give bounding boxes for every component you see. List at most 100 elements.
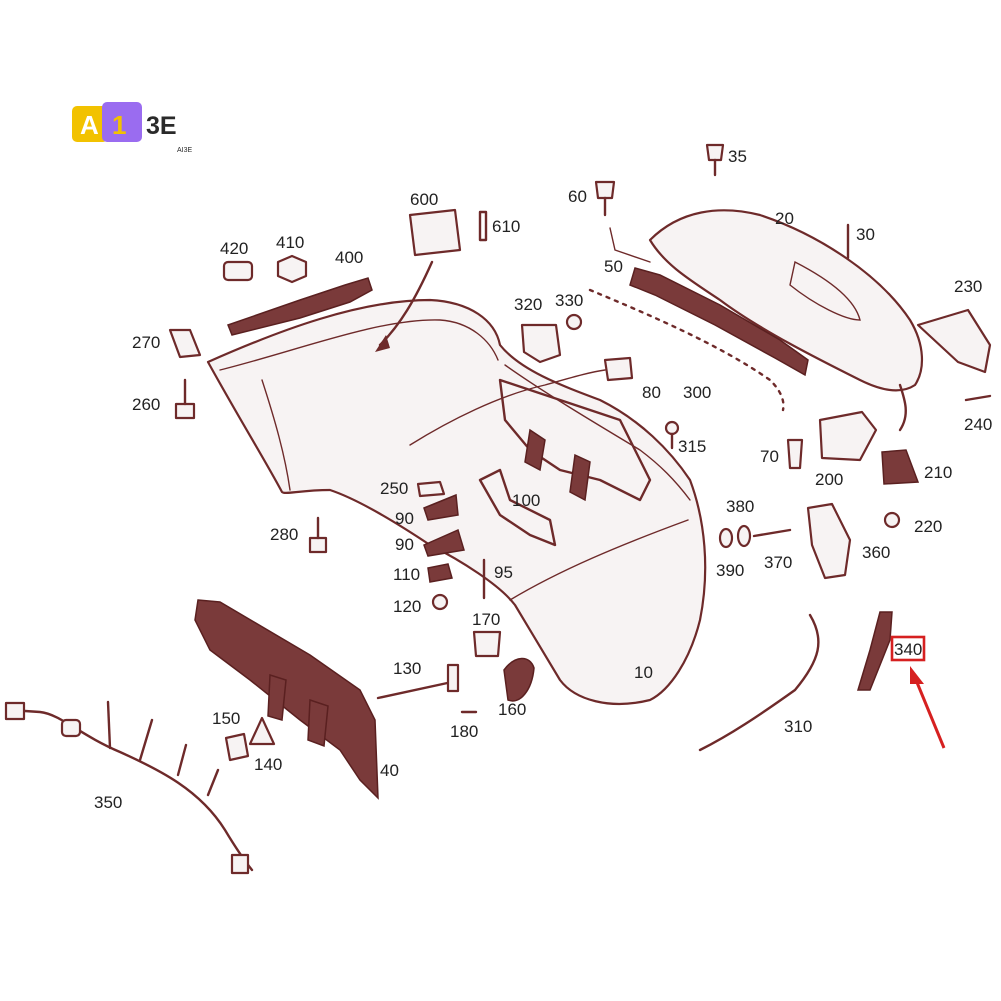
inner-frame-outline bbox=[498, 378, 652, 502]
label-95: 95 bbox=[494, 563, 513, 582]
label-340: 340 bbox=[894, 640, 922, 659]
fastener-70 bbox=[786, 438, 804, 470]
leader-60-to-50 bbox=[609, 227, 651, 263]
grille-160 bbox=[503, 657, 535, 702]
label-260: 260 bbox=[132, 395, 160, 414]
harness-main-wire bbox=[8, 708, 254, 872]
beam-leg-a bbox=[267, 673, 287, 721]
label-110: 110 bbox=[393, 565, 420, 584]
label-130: 130 bbox=[393, 659, 421, 678]
logo-purple-tile bbox=[102, 102, 142, 142]
bracket-90-upper bbox=[423, 493, 459, 521]
beam-leg-b bbox=[307, 698, 329, 748]
bumper-cover-top-edge bbox=[219, 319, 499, 371]
harness-grommet bbox=[60, 718, 82, 738]
logo-letter-a: A bbox=[80, 110, 99, 140]
highlight-box-340 bbox=[890, 635, 926, 662]
label-200: 200 bbox=[815, 470, 843, 489]
bracket-80 bbox=[603, 356, 634, 382]
label-70: 70 bbox=[760, 447, 779, 466]
clip-150 bbox=[224, 732, 250, 762]
label-310: 310 bbox=[784, 717, 812, 736]
logo-subtext: AI3E bbox=[177, 147, 193, 154]
harness-connector-end bbox=[4, 701, 26, 721]
label-120: 120 bbox=[393, 597, 421, 616]
rod-130 bbox=[376, 680, 454, 700]
label-370: 370 bbox=[764, 553, 792, 572]
bolt-260-head bbox=[174, 402, 196, 420]
diffuser-panel-shape bbox=[648, 209, 924, 432]
screw-120 bbox=[431, 593, 449, 611]
upper-rail-body bbox=[227, 277, 373, 336]
clip-270 bbox=[168, 328, 202, 359]
bumper-cover-shape bbox=[206, 260, 707, 706]
label-160: 160 bbox=[498, 700, 526, 719]
inner-mounting-frame bbox=[478, 378, 652, 547]
grommet-420 bbox=[222, 260, 254, 282]
clip-170 bbox=[472, 630, 502, 658]
label-180: 180 bbox=[450, 722, 478, 741]
label-20: 20 bbox=[775, 209, 794, 228]
clip-250 bbox=[416, 480, 446, 498]
screw-240 bbox=[964, 394, 992, 402]
side-trims bbox=[698, 611, 893, 752]
label-35: 35 bbox=[728, 147, 747, 166]
label-40: 40 bbox=[380, 761, 399, 780]
bracket-90-lower bbox=[423, 528, 465, 557]
harness-connector-tail bbox=[230, 853, 250, 875]
frame-clip-a bbox=[524, 428, 546, 472]
trim-strip-340 bbox=[856, 611, 893, 691]
highlight-arrow-shaft bbox=[914, 679, 946, 749]
bumper-cover-lower-crease bbox=[509, 519, 689, 601]
bolt-280-head bbox=[308, 536, 328, 554]
bracket-230 bbox=[916, 308, 992, 374]
label-80: 80 bbox=[642, 383, 661, 402]
label-360: 360 bbox=[862, 543, 890, 562]
harness-branch-3 bbox=[176, 743, 188, 777]
label-400: 400 bbox=[335, 248, 363, 267]
label-350: 350 bbox=[94, 793, 122, 812]
bracket-100 bbox=[478, 468, 557, 547]
bumper-cover-side-crease bbox=[261, 379, 291, 491]
washer-390 bbox=[718, 527, 734, 549]
label-240: 240 bbox=[964, 415, 992, 434]
label-610: 610 bbox=[492, 217, 520, 236]
label-10: 10 bbox=[634, 663, 653, 682]
diffuser-body bbox=[648, 209, 924, 392]
label-50: 50 bbox=[604, 257, 623, 276]
clip-610 bbox=[478, 210, 488, 242]
label-220: 220 bbox=[914, 517, 942, 536]
bumper-cover-inner-edge bbox=[504, 364, 691, 501]
label-315: 315 bbox=[678, 437, 706, 456]
bracket-210 bbox=[881, 449, 920, 485]
label-170: 170 bbox=[472, 610, 500, 629]
label-90-lower: 90 bbox=[395, 535, 414, 554]
bolt-370 bbox=[752, 528, 792, 538]
part-labels: 35 60 20 30 600 610 420 410 400 50 230 3… bbox=[94, 147, 992, 812]
cover-360 bbox=[806, 502, 852, 580]
harness-branch-1 bbox=[106, 700, 112, 750]
sensor-320 bbox=[520, 323, 562, 364]
ring-330 bbox=[565, 313, 583, 331]
label-210: 210 bbox=[924, 463, 952, 482]
part-600-flap bbox=[408, 208, 488, 257]
label-60: 60 bbox=[568, 187, 587, 206]
label-410: 410 bbox=[276, 233, 304, 252]
label-420: 420 bbox=[220, 239, 248, 258]
lower-beam-body bbox=[194, 599, 379, 800]
label-230: 230 bbox=[954, 277, 982, 296]
flap-600-body bbox=[408, 208, 462, 257]
reinforcement-strip-50 bbox=[629, 267, 809, 377]
label-140: 140 bbox=[254, 755, 282, 774]
label-100: 100 bbox=[512, 491, 540, 510]
label-330: 330 bbox=[555, 291, 583, 310]
trim-strip-310 bbox=[698, 613, 820, 752]
washer-380 bbox=[736, 524, 752, 548]
sensor-200 bbox=[818, 410, 878, 462]
label-320: 320 bbox=[514, 295, 542, 314]
trim-strips bbox=[588, 227, 809, 412]
screw-315-head bbox=[664, 420, 680, 436]
logo-yellow-tile bbox=[72, 106, 108, 142]
